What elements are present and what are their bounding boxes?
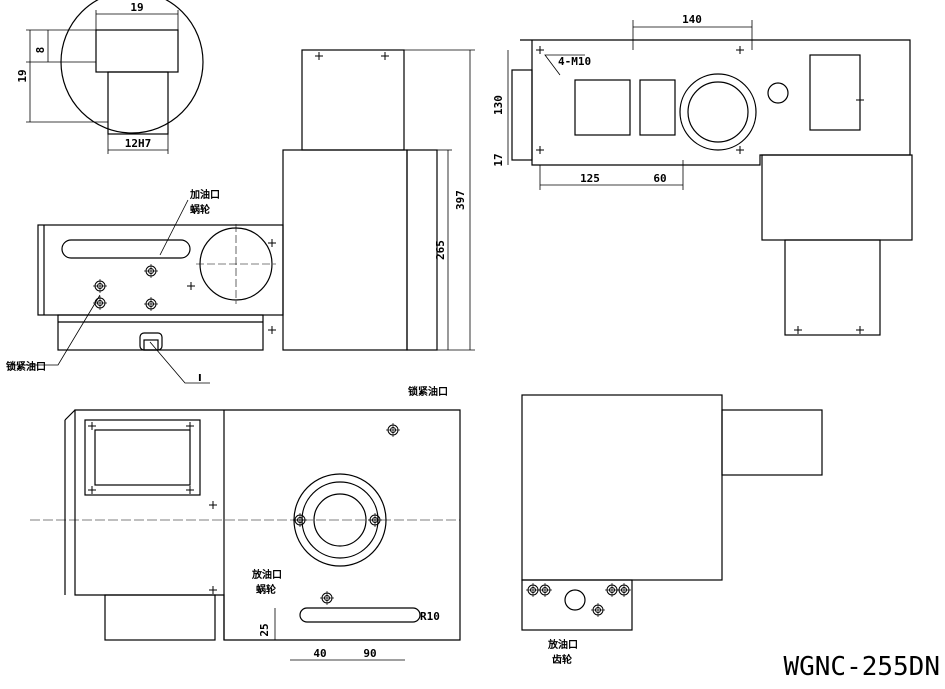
model-title: WGNC-255DN [783, 652, 940, 682]
plan-view [30, 409, 461, 661]
detail-view-i [26, 0, 204, 154]
dim-top-height: 130 [492, 95, 505, 115]
dim-bottom-left: 125 [580, 172, 600, 185]
dim-radius: R10 [420, 610, 440, 623]
front-view [10, 49, 475, 384]
label-oil-drain: 放油口 [251, 568, 282, 581]
side-view [521, 394, 823, 631]
dim-total-height: 397 [454, 190, 467, 210]
dim-detail-depth: 8 [34, 47, 47, 54]
label-lock-oil-left: 锁紧油口 [6, 360, 46, 373]
label-gear: 齿轮 [552, 653, 572, 666]
dim-top-width: 140 [682, 13, 702, 26]
dim-detail-height: 19 [16, 69, 29, 82]
top-view [507, 20, 913, 336]
label-worm: 蜗轮 [190, 203, 210, 216]
dim-slot-left: 40 [313, 647, 326, 660]
label-oil-fill: 加油口 [189, 188, 220, 201]
label-holes: 4-M10 [558, 55, 591, 68]
label-oil-drain-side: 放油口 [547, 638, 578, 651]
dim-slot-right: 90 [363, 647, 376, 660]
dim-bottom-right: 60 [653, 172, 666, 185]
label-detail-mark: I [198, 373, 202, 384]
dim-detail-width: 19 [130, 1, 143, 14]
label-lock-oil-plan: 锁紧油口 [408, 385, 448, 398]
label-worm-plan: 蜗轮 [256, 583, 276, 596]
dim-slot-width: 12H7 [125, 137, 152, 150]
dim-slot-offset-v: 25 [258, 623, 271, 636]
dim-base-height: 265 [434, 240, 447, 260]
dim-top-offset: 17 [492, 153, 505, 166]
